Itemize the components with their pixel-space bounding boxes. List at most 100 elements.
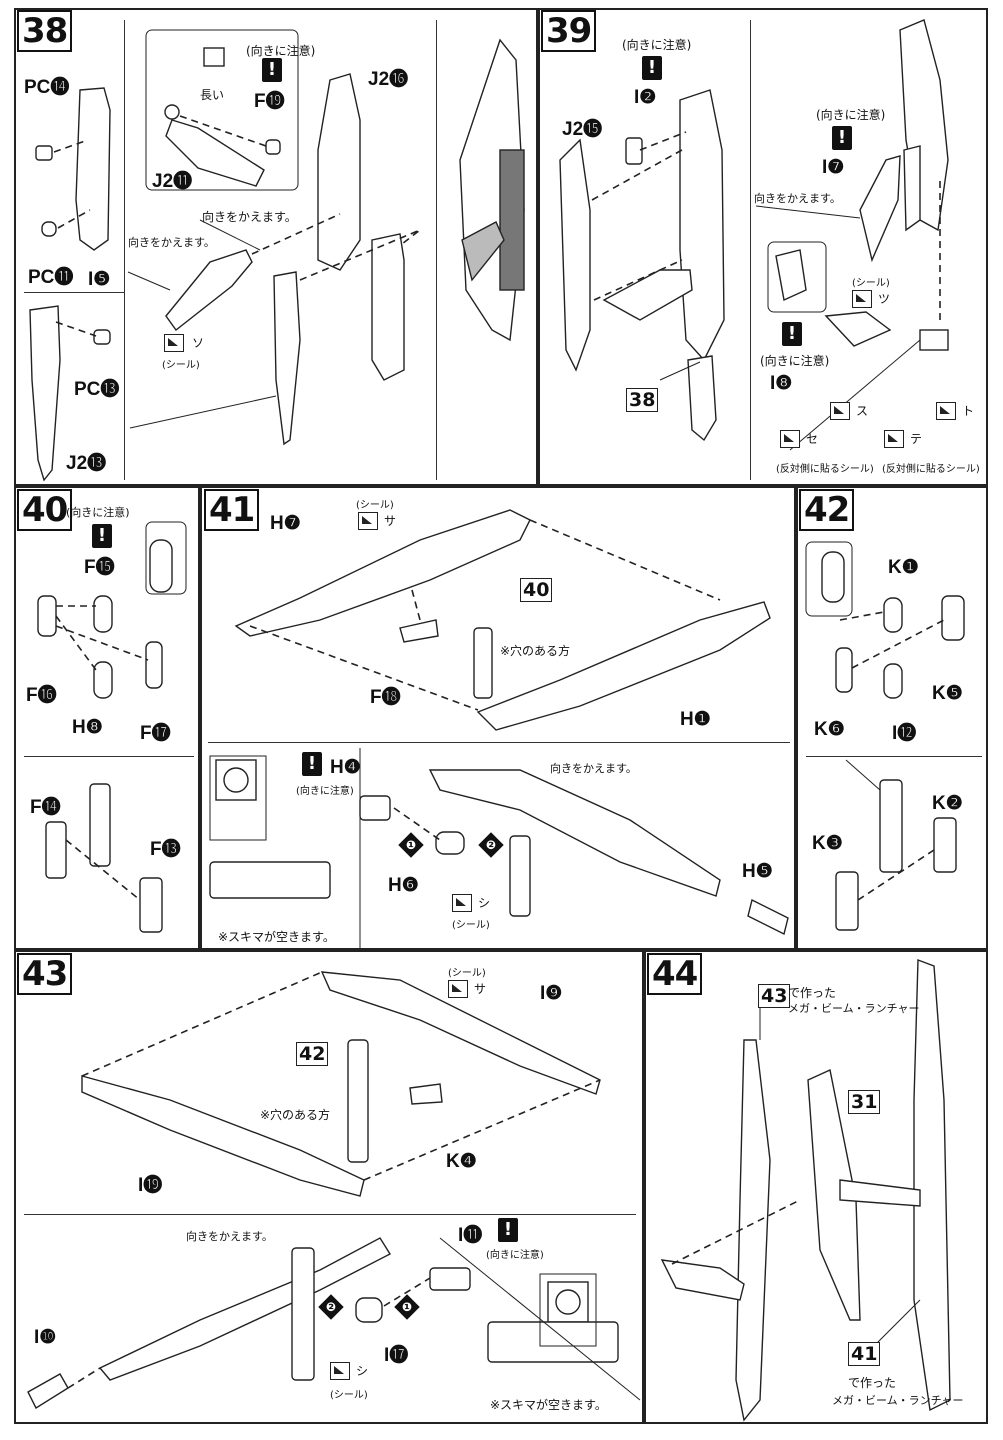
- seal-icon: [936, 402, 956, 420]
- step-number-42: 42: [799, 489, 855, 531]
- seal-code: セ: [806, 432, 819, 446]
- label-h7: H❼: [270, 513, 301, 534]
- panel-43: [14, 950, 644, 1424]
- label-i9: I❾: [540, 983, 563, 1004]
- step-number-44: 44: [647, 953, 703, 995]
- long-note: 長い: [200, 88, 225, 102]
- ref-step-40: 40: [520, 578, 553, 602]
- seal-code: ス: [856, 404, 869, 418]
- label-k2: K❷: [932, 793, 963, 814]
- label-h4: H❹: [330, 757, 361, 778]
- label-f18: F⓲: [370, 687, 401, 708]
- seal-code: シ: [478, 896, 491, 910]
- ref-step-42: 42: [296, 1042, 329, 1066]
- seal-code: ト: [962, 404, 975, 418]
- label-j216: J2⓰: [368, 69, 409, 90]
- turn-note: 向きをかえます。: [202, 210, 297, 224]
- ref-step-38: 38: [626, 388, 659, 412]
- step-order-1: ❶: [398, 832, 424, 858]
- label-k4: K❹: [446, 1151, 477, 1172]
- panel-41: [200, 486, 796, 950]
- gap-note: ※スキマが空きます。: [490, 1398, 607, 1412]
- warning-icon: !: [498, 1218, 518, 1242]
- seal-note: (シール): [162, 360, 200, 371]
- caution-note: (向きに注意): [486, 1250, 544, 1261]
- seal-note: (シール): [356, 500, 394, 511]
- label-i19: I⓳: [138, 1175, 163, 1196]
- label-i12: I⓬: [892, 723, 917, 744]
- step-order-2: ❷: [478, 832, 504, 858]
- label-i5: I❺: [88, 269, 111, 290]
- seal-code: ツ: [878, 292, 891, 306]
- label-k5: K❺: [932, 683, 963, 704]
- seal-note: (シール): [330, 1390, 368, 1401]
- seal-note: (シール): [852, 278, 890, 289]
- step-number-43: 43: [17, 953, 73, 995]
- ref-step-41: 41: [848, 1342, 881, 1366]
- label-i10: I❿: [34, 1327, 57, 1348]
- divider-38a: [24, 292, 124, 293]
- divider-38b: [124, 20, 125, 480]
- divider-38c: [436, 20, 437, 480]
- label-j213: J2⓭: [66, 453, 107, 474]
- turn-note: 向きをかえます。: [128, 236, 215, 249]
- made-with-note: で作った: [788, 986, 837, 1000]
- label-f17: F⓱: [140, 723, 171, 744]
- step-number-40: 40: [17, 489, 73, 531]
- opposite-side-note: (反対側に貼るシール): [776, 464, 874, 475]
- seal-code: サ: [384, 514, 397, 528]
- label-i11: I⓫: [458, 1225, 483, 1246]
- label-f14: F⓮: [30, 797, 61, 818]
- label-f15: F⓯: [84, 557, 115, 578]
- label-f13: F⓭: [150, 839, 181, 860]
- warning-icon: !: [642, 56, 662, 80]
- turn-note: 向きをかえます。: [754, 192, 841, 205]
- step-order-1: ❶: [394, 1294, 420, 1320]
- warning-icon: !: [302, 752, 322, 776]
- seal-icon: [780, 430, 800, 448]
- launcher-note: メガ・ビーム・ランチャー: [832, 1394, 964, 1407]
- seal-code: サ: [474, 982, 487, 996]
- label-h5: H❺: [742, 861, 773, 882]
- divider-42: [806, 756, 982, 757]
- panel-42: [796, 486, 988, 950]
- label-f16: F⓰: [26, 685, 57, 706]
- label-k6: K❻: [814, 719, 845, 740]
- warning-icon: !: [782, 322, 802, 346]
- label-k1: K❶: [888, 557, 919, 578]
- panel-44: [644, 950, 988, 1424]
- warning-icon: !: [832, 126, 852, 150]
- seal-icon: [330, 1362, 350, 1380]
- seal-code: シ: [356, 1364, 369, 1378]
- seal-icon: [164, 334, 184, 352]
- warning-icon: !: [92, 524, 112, 548]
- label-h6: H❻: [388, 875, 419, 896]
- label-i7: I❼: [822, 157, 845, 178]
- ref-step-43: 43: [758, 984, 791, 1008]
- opposite-side-note: (反対側に貼るシール): [882, 464, 980, 475]
- seal-icon: [358, 512, 378, 530]
- seal-icon: [830, 402, 850, 420]
- caution-note: (向きに注意): [246, 44, 316, 58]
- divider-43: [24, 1214, 636, 1215]
- label-j211: J2⓫: [152, 171, 193, 192]
- step-order-2: ❷: [318, 1294, 344, 1320]
- hole-side-note: ※穴のある方: [500, 644, 571, 658]
- warning-icon: !: [262, 58, 282, 82]
- step-number-41: 41: [204, 489, 260, 531]
- gap-note: ※スキマが空きます。: [218, 930, 335, 944]
- step-number-39: 39: [541, 10, 597, 52]
- caution-note: (向きに注意): [66, 506, 130, 519]
- seal-icon: [448, 980, 468, 998]
- label-pc13: PC⓭: [74, 379, 120, 400]
- hole-side-note: ※穴のある方: [260, 1108, 331, 1122]
- label-f19: F⓳: [254, 91, 285, 112]
- panel-39: [538, 8, 988, 486]
- seal-note: (シール): [448, 968, 486, 979]
- seal-icon: [452, 894, 472, 912]
- ref-step-31: 31: [848, 1090, 881, 1114]
- caution-note: (向きに注意): [622, 38, 692, 52]
- label-pc14: PC⓮: [24, 77, 70, 98]
